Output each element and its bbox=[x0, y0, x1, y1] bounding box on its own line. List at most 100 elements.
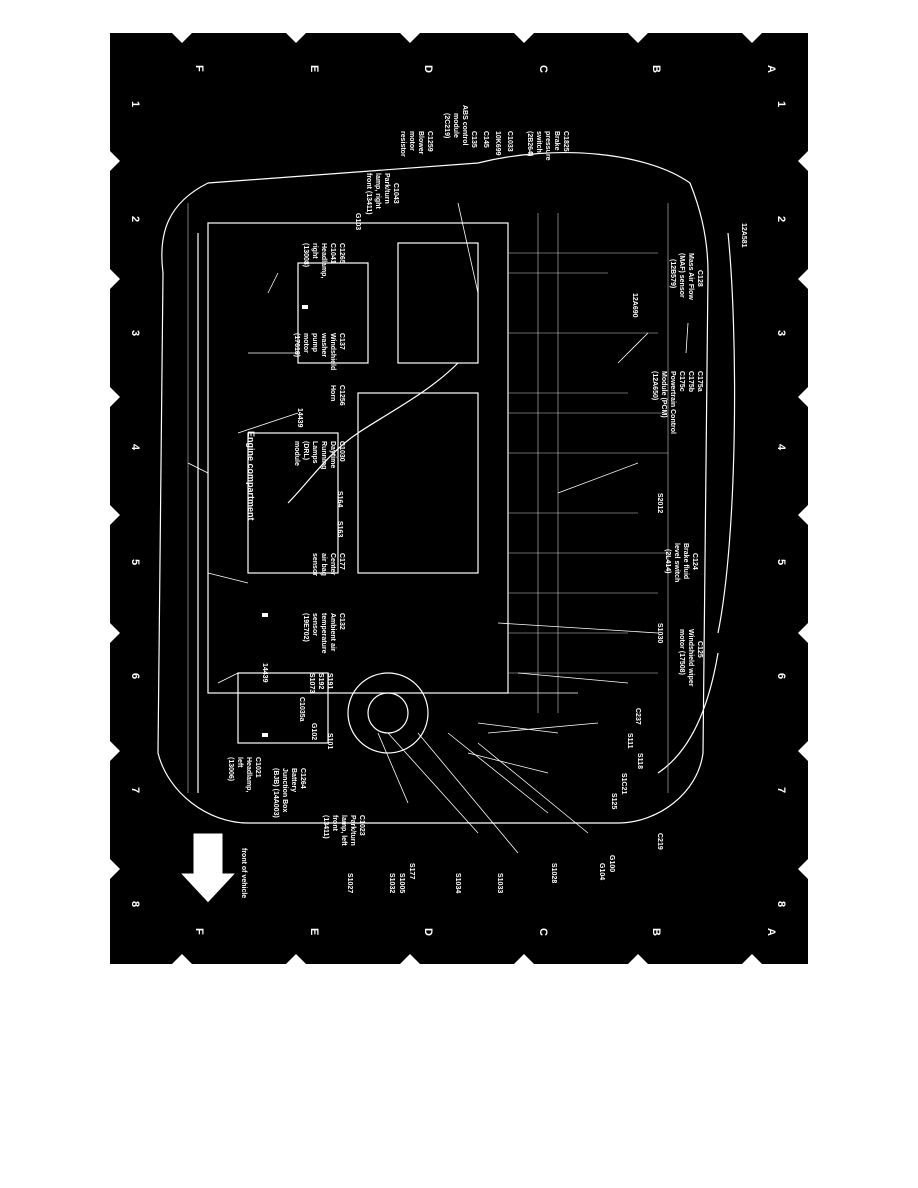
label-bfl2: level switch bbox=[673, 543, 680, 582]
label-bjb: Battery bbox=[290, 768, 297, 792]
label-c237: C237 bbox=[634, 708, 641, 725]
label-maf: Mass Air Flow bbox=[687, 253, 694, 300]
grid-letters-right: A B C D E F bbox=[193, 928, 777, 936]
label-ptl2: lamp, left bbox=[340, 815, 347, 846]
grid-number: 6 bbox=[129, 673, 141, 679]
grid-number: 8 bbox=[129, 901, 141, 907]
label-wwm: Windshield wiper bbox=[687, 629, 694, 687]
grid-letter: F bbox=[193, 65, 205, 72]
label-aat3: sensor bbox=[311, 613, 318, 636]
grid-letter: F bbox=[193, 928, 205, 935]
label-c1033: C1033 bbox=[506, 131, 513, 152]
label-s1034: S1034 bbox=[454, 873, 461, 893]
label-c175a: C175a bbox=[696, 371, 703, 392]
label-14439-a: 14439 bbox=[296, 408, 303, 428]
grid-letter: C bbox=[537, 928, 549, 936]
label-cab: Center bbox=[329, 553, 336, 575]
grid-letter: C bbox=[537, 65, 549, 73]
grid-number: 1 bbox=[129, 101, 141, 107]
grid-letters-left: A B C D E F bbox=[193, 65, 777, 73]
grid-number: 1 bbox=[775, 101, 787, 107]
label-hr: Headlamp, bbox=[320, 243, 327, 278]
border-markers bbox=[110, 33, 808, 964]
label-cab3: sensor bbox=[311, 553, 318, 576]
label-g100: G100 bbox=[608, 855, 615, 872]
label-abs3: (2C219) bbox=[443, 113, 450, 138]
label-hl: Headlamp, bbox=[245, 757, 252, 792]
label-c1041: C1041 bbox=[329, 243, 336, 264]
label-s177: S177 bbox=[408, 863, 415, 879]
label-s163: S163 bbox=[336, 521, 343, 537]
label-12a690: 12A690 bbox=[631, 293, 638, 318]
label-c124: C124 bbox=[691, 553, 698, 570]
label-10k699: 10K699 bbox=[494, 131, 501, 156]
label-bps3: switch bbox=[535, 131, 542, 153]
grid-number: 7 bbox=[775, 787, 787, 793]
label-maf3: (12B579) bbox=[669, 259, 676, 288]
label-aat: Ambient air bbox=[329, 613, 336, 652]
label-abs: ABS control bbox=[461, 105, 468, 146]
label-c135: C135 bbox=[470, 131, 477, 148]
label-pcm2: Module (PCM) bbox=[660, 371, 667, 418]
label-c1259: C1259 bbox=[426, 131, 433, 152]
label-wwm2: motor (17508) bbox=[678, 629, 685, 675]
label-c125: C125 bbox=[696, 641, 703, 658]
label-maf2: (MAF) sensor bbox=[678, 253, 685, 298]
label-bfl3: (2L414) bbox=[664, 549, 671, 574]
label-c1021: C1021 bbox=[254, 757, 261, 778]
label-ptr: Park/turn bbox=[383, 173, 390, 204]
label-12a581: 12A581 bbox=[740, 223, 747, 248]
label-c1264: C1264 bbox=[299, 768, 306, 789]
label-drl2: Running bbox=[320, 441, 327, 469]
grid-letter: B bbox=[650, 928, 662, 936]
label-g103: G103 bbox=[354, 213, 361, 230]
label-aat2: temperature bbox=[320, 613, 327, 654]
diagram-background bbox=[110, 33, 808, 964]
label-blower: Blower bbox=[417, 131, 424, 155]
vehicle-drawing bbox=[157, 152, 736, 824]
label-horn: Horn bbox=[329, 385, 336, 401]
label-s1032: S1032 bbox=[388, 873, 395, 893]
grid-number: 6 bbox=[775, 673, 787, 679]
label-c1265: C1265 bbox=[338, 243, 345, 264]
label-aat4: (19E702) bbox=[302, 613, 309, 642]
label-ptl3: front bbox=[331, 815, 338, 832]
label-bjb2: Junction Box bbox=[281, 768, 288, 812]
label-drl3: Lamps bbox=[311, 441, 318, 464]
label-pcm3: (12A650) bbox=[651, 371, 658, 400]
label-c1825: C1825 bbox=[562, 131, 569, 152]
label-c132: C132 bbox=[338, 613, 345, 630]
grid-number: 3 bbox=[129, 330, 141, 336]
label-s111: S111 bbox=[626, 733, 633, 749]
label-g102: G102 bbox=[310, 723, 317, 740]
label-c1035a: C1035a bbox=[298, 697, 305, 722]
label-c219: C219 bbox=[656, 833, 663, 850]
label-s1073: S1073 bbox=[308, 673, 315, 693]
label-14439-b: 14439 bbox=[261, 663, 268, 683]
grid-letter: D bbox=[422, 928, 434, 936]
label-g104: G104 bbox=[598, 863, 605, 880]
label-s118: S118 bbox=[636, 753, 643, 769]
label-s1c21: S1C21 bbox=[620, 773, 627, 795]
label-hr3: (13008) bbox=[302, 243, 309, 267]
label-drl4: (DRL) bbox=[302, 441, 309, 460]
grid-letter: D bbox=[422, 65, 434, 73]
label-bps: Brake bbox=[553, 131, 560, 151]
label-c137: C137 bbox=[338, 333, 345, 350]
label-s164: S164 bbox=[336, 491, 343, 507]
label-wwp2: washer bbox=[320, 332, 327, 357]
label-ptl: Park/turn bbox=[349, 815, 356, 846]
grid-number: 5 bbox=[775, 559, 787, 565]
grid-number: 3 bbox=[775, 330, 787, 336]
label-s1028: S1028 bbox=[550, 863, 557, 883]
label-bps2: pressure bbox=[544, 131, 551, 161]
label-s101: S101 bbox=[326, 733, 333, 749]
label-s125: S125 bbox=[610, 793, 617, 809]
label-hl2: left bbox=[236, 757, 243, 768]
grid-letter: B bbox=[650, 65, 662, 73]
grid-number: 2 bbox=[129, 216, 141, 222]
label-drl5: module bbox=[293, 441, 300, 466]
labels: C128 Mass Air Flow (MAF) sensor (12B579)… bbox=[227, 105, 747, 893]
front-of-vehicle-label: front of vehicle bbox=[240, 848, 247, 898]
label-c1030: C1030 bbox=[338, 441, 345, 462]
